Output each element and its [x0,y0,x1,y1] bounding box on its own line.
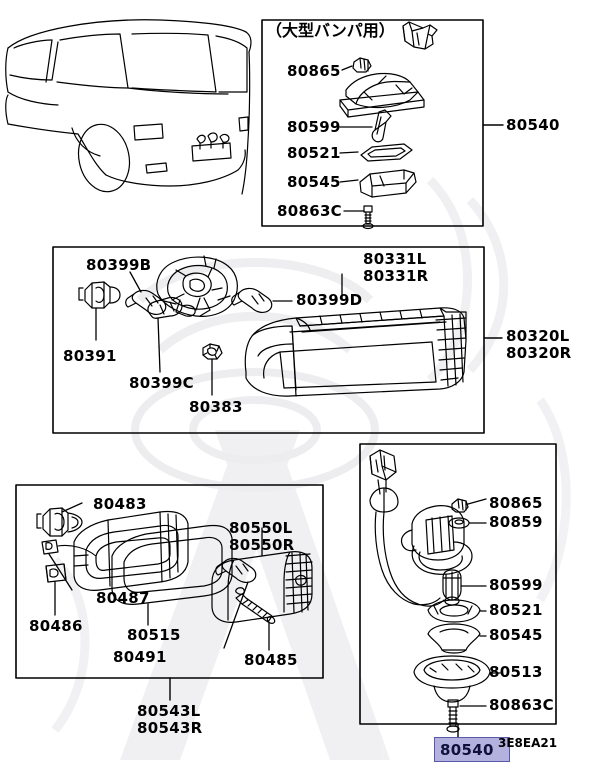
part-80521-top [339,143,413,162]
label-80491: 80491 [113,648,167,666]
part-lamp-socket-body [400,505,473,575]
part-80863C-bottom [446,699,487,733]
part-80545-top [339,169,417,198]
label-80399C: 80399C [129,374,194,392]
label-80331: 80331L 80331R [363,251,429,285]
label-80521-bottom: 80521 [489,601,543,619]
part-80599-top [339,109,392,143]
part-side-marker-housing [73,510,189,591]
label-80331R: 80331R [363,267,429,285]
label-80513: 80513 [489,663,543,681]
label-80399B: 80399B [86,256,152,274]
part-80483 [36,502,83,537]
label-80485: 80485 [244,651,298,669]
label-80320L: 80320L [506,327,570,345]
part-80545-bottom [427,623,481,654]
part-80521-bottom [427,599,487,623]
part-80865-bottom [451,498,487,513]
part-80486 [45,563,67,616]
label-80483: 80483 [93,495,147,513]
label-80486: 80486 [29,617,83,635]
part-80865-top [341,57,372,73]
part-80399C [147,296,196,373]
note-large-bumper: （大型バンパ用） [266,21,395,40]
label-80545-top: 80545 [287,173,341,191]
label-group-80320: 80320L 80320R [506,328,572,362]
part-80513 [413,655,501,703]
part-80859 [448,517,487,529]
label-80550R: 80550R [229,536,295,554]
label-80399D: 80399D [296,291,363,309]
badge-label: 80540 [440,741,494,759]
label-80863C-top: 80863C [277,202,342,220]
label-80865-bottom: 80865 [489,494,543,512]
part-80391 [78,281,121,341]
label-80543L: 80543L [137,702,201,720]
label-80599-bottom: 80599 [489,576,543,594]
label-group-80543: 80543L 80543R [137,703,203,737]
part-80485 [235,593,276,651]
label-80391: 80391 [63,347,117,365]
label-80515: 80515 [127,626,181,644]
part-80399D [231,287,293,314]
label-80859: 80859 [489,513,543,531]
label-group-80540-top: 80540 [506,116,560,134]
label-80550L: 80550L [229,519,293,537]
part-80383 [202,343,223,396]
label-80383: 80383 [189,398,243,416]
label-80599-top: 80599 [287,118,341,136]
part-80399B [125,271,167,316]
label-80543R: 80543R [137,719,203,737]
vehicle-outline [5,19,252,195]
label-80487: 80487 [96,589,150,607]
diagram-code: 3E8EA21 [498,736,558,750]
part-tail-lamp-lens [244,307,467,397]
part-80863C-top [343,205,374,230]
part-socket-assembly [156,255,238,317]
label-80863C-bottom: 80863C [489,696,554,714]
label-80521-top: 80521 [287,144,341,162]
label-80331L: 80331L [363,250,427,268]
label-80545-bottom: 80545 [489,626,543,644]
label-80320R: 80320R [506,344,572,362]
part-clip-top [402,21,438,50]
part-lamp-housing-top [339,72,425,118]
label-80550: 80550L 80550R [229,520,295,554]
highlighted-part-badge[interactable]: 80540 [434,737,510,762]
label-80865-top: 80865 [287,62,341,80]
